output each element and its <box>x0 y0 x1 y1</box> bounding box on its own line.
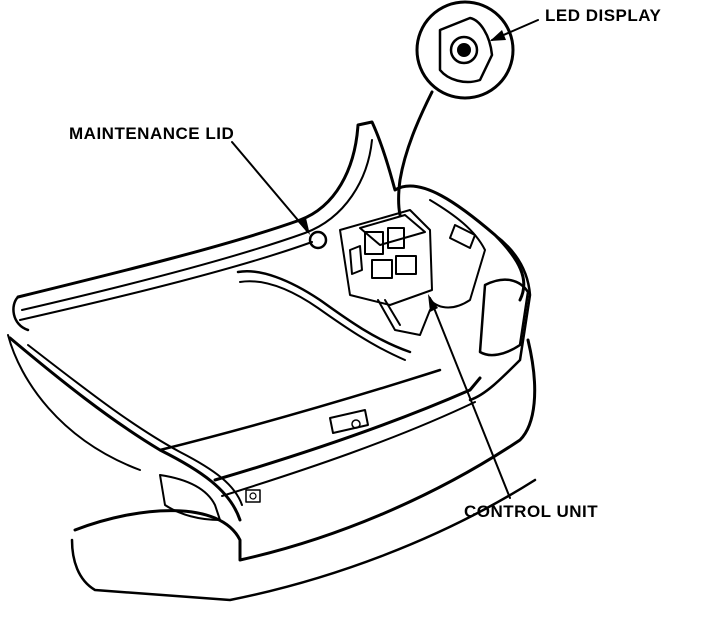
led-display-housing <box>438 16 494 84</box>
latch-bolt <box>351 419 361 429</box>
trunk-sill <box>213 376 482 482</box>
sill-bracket <box>245 489 261 503</box>
trunk-lid-left-lip <box>12 295 30 332</box>
led-display-lens <box>457 43 471 57</box>
rear-body-right <box>468 233 532 402</box>
trunk-lid-inner-edge <box>21 139 373 311</box>
rear-bumper-lower <box>70 478 537 602</box>
maintenance-lid-cover <box>308 230 328 250</box>
leader-maintenance-lid <box>231 141 309 233</box>
sill-bracket-bolt <box>249 492 257 500</box>
leader-control-unit <box>429 297 511 499</box>
control-unit-box <box>339 209 433 336</box>
control-unit-label: CONTROL UNIT <box>464 502 599 521</box>
latch-bracket <box>329 409 369 434</box>
trunk-opening-inner <box>27 344 243 506</box>
leader-led-display-arrow <box>490 30 506 41</box>
bumper-panel <box>159 474 221 521</box>
trunk-weatherstrip-inner <box>239 280 406 361</box>
leader-maintenance-lid-arrow <box>298 218 310 235</box>
rear-fender-left <box>7 334 141 471</box>
led-display-label: LED DISPLAY <box>545 6 662 25</box>
trunk-opening-edge <box>8 336 242 522</box>
led-display-zoom-circle <box>415 0 515 100</box>
tail-light <box>478 278 530 357</box>
led-display-connector <box>397 90 434 217</box>
trunk-floor-edge <box>158 368 442 452</box>
trunk-side-panel <box>429 199 486 309</box>
leader-control-unit-arrow <box>428 294 438 312</box>
trunk-weatherstrip <box>236 270 412 354</box>
rear-bumper <box>73 338 537 562</box>
side-panel-bracket <box>449 224 476 249</box>
maintenance-lid-label: MAINTENANCE LID <box>69 124 235 143</box>
trunk-sill-inner <box>221 401 476 497</box>
trunk-lid-rib <box>19 241 313 321</box>
led-display-icon <box>449 35 479 65</box>
